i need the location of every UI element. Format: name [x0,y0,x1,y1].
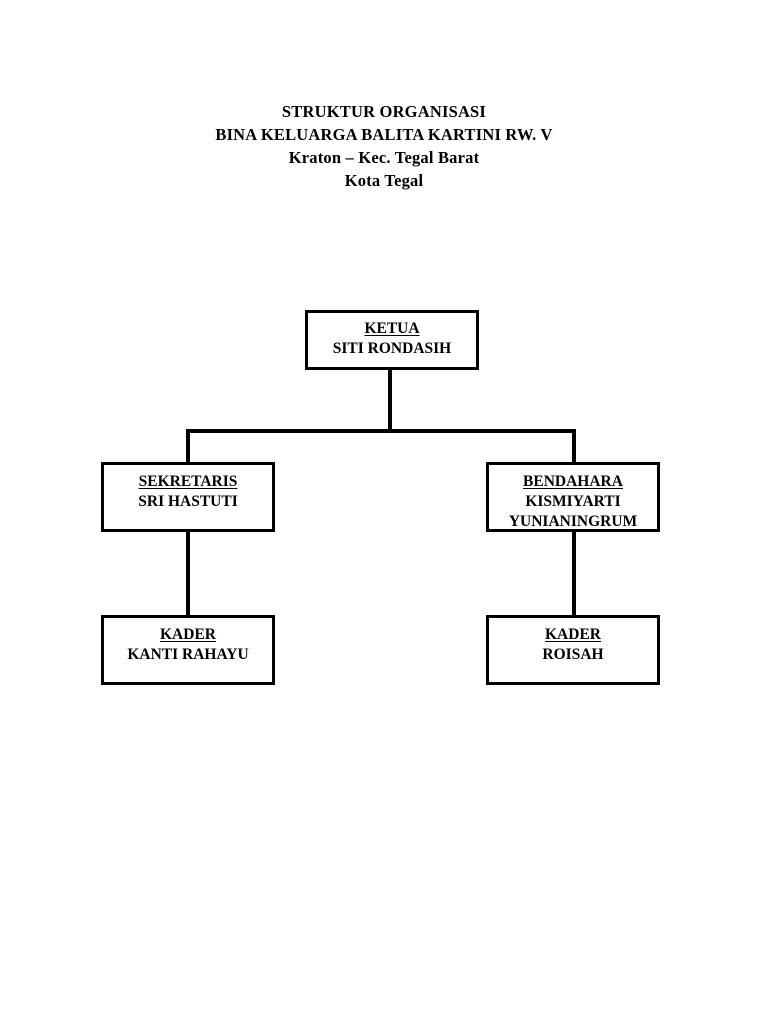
org-node-kader-kanan-person: ROISAH [542,646,604,663]
connector-sekretaris-kader [186,530,190,617]
org-node-bendahara-person-1: KISMIYARTI [525,493,621,510]
org-node-kader-kiri-person: KANTI RAHAYU [127,646,249,663]
title-line-1: STRUKTUR ORGANISASI [281,102,487,121]
org-node-kader-kanan-role: KADER [545,626,601,643]
org-node-kader-kiri-role: KADER [160,626,216,643]
title-line-3: Kraton – Kec. Tegal Barat [288,148,480,167]
title-line-4: Kota Tegal [344,171,424,190]
org-node-ketua: KETUA SITI RONDASIH [305,310,479,370]
connector-bendahara-kader [572,530,576,617]
connector-ketua-stem [388,370,392,432]
org-node-bendahara-person-2: YUNIANINGRUM [508,513,638,530]
org-node-ketua-role: KETUA [364,320,420,337]
document-title-block: STRUKTUR ORGANISASI BINA KELUARGA BALITA… [0,100,768,192]
org-node-bendahara: BENDAHARA KISMIYARTI YUNIANINGRUM [486,462,660,532]
org-node-bendahara-role: BENDAHARA [523,473,623,490]
connector-drop-bendahara [572,429,576,464]
connector-horizontal-bar [186,429,576,433]
org-node-sekretaris-person: SRI HASTUTI [138,493,238,510]
org-node-ketua-person: SITI RONDASIH [332,340,452,357]
org-node-sekretaris: SEKRETARIS SRI HASTUTI [101,462,275,532]
org-node-sekretaris-role: SEKRETARIS [138,473,238,490]
org-node-kader-kanan: KADER ROISAH [486,615,660,685]
connector-drop-sekretaris [186,429,190,464]
title-line-2: BINA KELUARGA BALITA KARTINI RW. V [215,125,553,144]
org-node-kader-kiri: KADER KANTI RAHAYU [101,615,275,685]
